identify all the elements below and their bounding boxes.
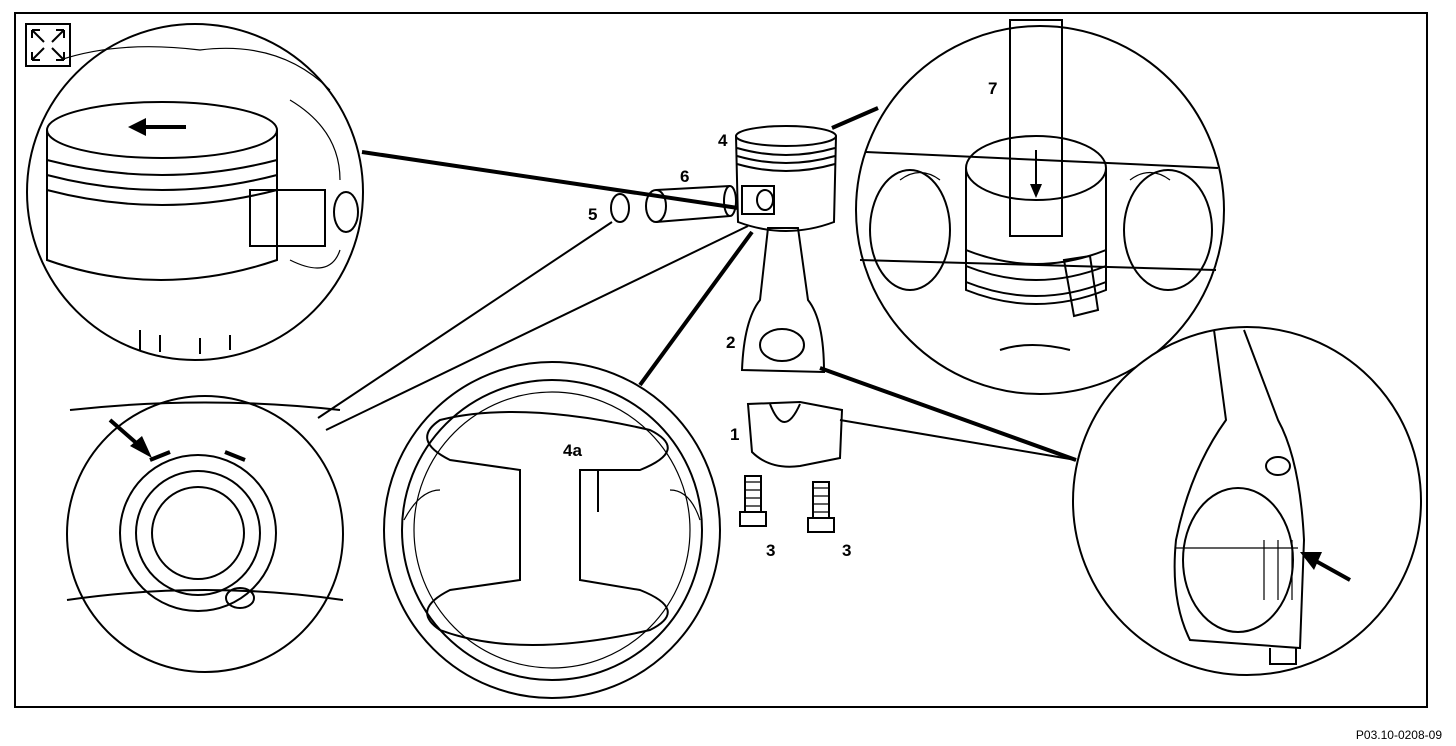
label-part-1: 1: [730, 425, 739, 444]
detail-connecting-rod-mark: [1072, 326, 1422, 676]
leader-lines: [317, 106, 1077, 462]
detail-piston-installation: [855, 19, 1225, 395]
detail-piston-direction: [26, 23, 364, 361]
expand-arrows-icon[interactable]: [25, 23, 71, 67]
detail-piston-underside: [383, 361, 721, 699]
detail-circlip-groove: [66, 395, 344, 673]
label-part-4: 4: [718, 131, 728, 150]
label-part-6: 6: [680, 167, 689, 186]
label-part-5: 5: [588, 205, 597, 224]
label-part-3-right: 3: [842, 541, 851, 560]
label-part-3-left: 3: [766, 541, 775, 560]
label-part-7: 7: [988, 79, 997, 98]
exploded-parts: [610, 125, 844, 533]
figure-reference: P03.10-0208-09: [1355, 728, 1442, 742]
diagram-frame: [14, 12, 1428, 708]
label-part-2: 2: [726, 333, 735, 352]
label-part-4a: 4a: [563, 441, 582, 460]
